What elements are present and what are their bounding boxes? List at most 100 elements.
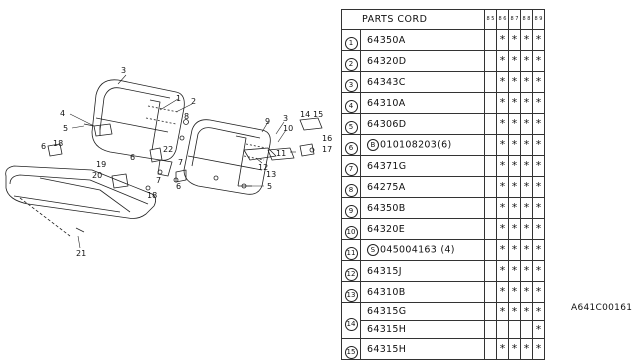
part-code: 64315H [367, 343, 407, 355]
ref-number: 3 [344, 79, 358, 92]
ref-number: 5 [344, 121, 358, 134]
applicability-mark [484, 197, 497, 219]
ref-number-cell: 14 [341, 302, 361, 339]
part-code: 64315H [367, 324, 407, 335]
applicability-mark: * [496, 260, 509, 282]
ref-number-cell: 5 [341, 113, 361, 135]
callout-6c: 6 [176, 182, 181, 191]
part-code: 64275A [367, 181, 406, 193]
part-code-cell: 64315H [360, 338, 485, 360]
applicability-mark: * [532, 320, 545, 339]
callout-1: 1 [176, 94, 181, 103]
ref-number: 2 [344, 58, 358, 71]
applicability-mark [484, 260, 497, 282]
applicability-mark: * [520, 260, 533, 282]
applicability-mark: * [532, 302, 545, 321]
part-code-cell: 64315H [360, 320, 485, 339]
ref-number-cell: 1 [341, 29, 361, 51]
part-code-cell: 64275A [360, 176, 485, 198]
callout-5b: 5 [267, 182, 272, 191]
applicability-mark: * [532, 134, 545, 156]
callout-4: 4 [60, 109, 65, 118]
model-year-col-header: 8 9 [532, 9, 545, 30]
applicability-mark [496, 320, 509, 339]
applicability-mark: * [508, 155, 521, 177]
applicability-mark [484, 92, 497, 114]
applicability-mark: * [496, 92, 509, 114]
seat-cushion [5, 165, 156, 219]
model-year-col-header: 8 6 [496, 9, 509, 30]
part-code-cell: 64350A [360, 29, 485, 51]
ref-number: 7 [344, 163, 358, 176]
applicability-mark: * [532, 155, 545, 177]
callout-2: 2 [191, 97, 196, 106]
part-prefix-symbol: B [367, 139, 379, 151]
applicability-mark: * [496, 338, 509, 360]
ref-number-cell: 8 [341, 176, 361, 198]
part-code-cell: 64320D [360, 50, 485, 72]
table-header-row: PARTS CORD 8 5 8 6 8 7 8 8 8 9 [341, 9, 545, 30]
catalog-id: A641C00161 [571, 303, 633, 313]
part-code: 64306D [367, 118, 407, 130]
callout-16: 16 [322, 134, 332, 143]
applicability-mark: * [520, 176, 533, 198]
seat-exploded-diagram: 1 2 3 4 5 6 18 19 20 21 8 22 7 9 10 3 11… [5, 66, 332, 258]
applicability-mark [484, 218, 497, 240]
applicability-mark: * [520, 155, 533, 177]
applicability-mark: * [520, 197, 533, 219]
ref-number-cell: 4 [341, 92, 361, 114]
part-code: 64320D [367, 55, 407, 67]
applicability-mark: * [508, 281, 521, 303]
callout-22: 22 [163, 145, 173, 154]
applicability-mark: * [520, 71, 533, 93]
ref-number: 4 [344, 100, 358, 113]
ref-number: 12 [344, 268, 358, 281]
callout-7: 7 [178, 158, 183, 167]
model-year-col-header: 8 8 [520, 9, 533, 30]
applicability-mark: * [520, 134, 533, 156]
part-code-cell: 64310B [360, 281, 485, 303]
applicability-mark: * [532, 29, 545, 51]
applicability-mark: * [508, 260, 521, 282]
applicability-mark: * [508, 134, 521, 156]
applicability-mark [484, 302, 497, 321]
part-code: 64350B [367, 202, 406, 214]
ref-number: 13 [344, 289, 358, 302]
ref-number-cell: 15 [341, 338, 361, 360]
applicability-mark: * [508, 239, 521, 261]
part-code: 010108203(6) [380, 139, 452, 151]
table-title: PARTS CORD [341, 9, 485, 30]
applicability-mark: * [496, 302, 509, 321]
callout-10: 10 [283, 124, 293, 133]
ref-number: 14 [344, 317, 358, 331]
ref-number-cell: 12 [341, 260, 361, 282]
part-code-cell: 64310A [360, 92, 485, 114]
applicability-mark [484, 155, 497, 177]
applicability-mark: * [508, 302, 521, 321]
callout-18b: 18 [147, 191, 157, 200]
ref-number-cell: 13 [341, 281, 361, 303]
callout-17: 17 [322, 145, 332, 154]
ref-number: 11 [344, 247, 358, 260]
applicability-mark [484, 176, 497, 198]
applicability-mark: * [520, 239, 533, 261]
applicability-mark: * [520, 29, 533, 51]
applicability-mark [484, 134, 497, 156]
applicability-mark: * [496, 71, 509, 93]
ref-number-cell: 11 [341, 239, 361, 261]
applicability-mark: * [532, 92, 545, 114]
ref-number-cell: 6 [341, 134, 361, 156]
callout-6b: 6 [130, 153, 135, 162]
applicability-mark: * [508, 113, 521, 135]
part-code: 045004163 (4) [380, 244, 455, 256]
part-code-cell: 64320E [360, 218, 485, 240]
ref-number-cell: 2 [341, 50, 361, 72]
callout-3: 3 [121, 66, 126, 75]
callout-19: 19 [96, 160, 106, 169]
part-code: 64310B [367, 286, 406, 298]
